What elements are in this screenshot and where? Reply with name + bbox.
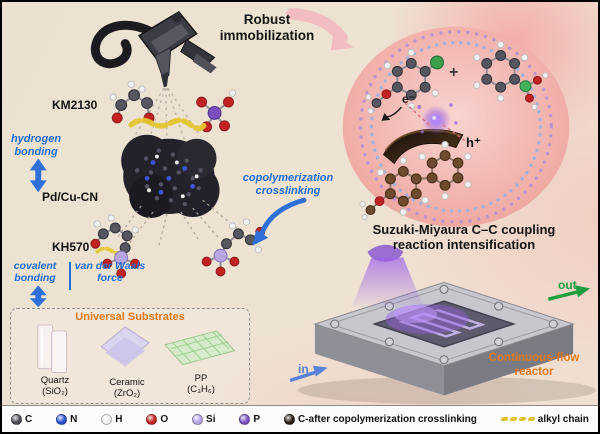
covalent-bonding-label: covalent bonding	[13, 260, 57, 285]
kh570-molecule-left	[90, 214, 141, 279]
crosslinked-carbon-dot-icon	[283, 413, 295, 425]
aryl-bromide-molecule	[365, 48, 445, 115]
legend-label: P	[253, 413, 261, 425]
out-label: out	[558, 278, 577, 292]
copolymerization-label: copolymerization crosslinking	[242, 172, 334, 197]
plus-sign: +	[449, 64, 459, 81]
hydrogen-bonding-arrow	[29, 158, 47, 193]
uv-lamp	[351, 244, 424, 308]
oxygen-dot-icon	[146, 413, 158, 425]
boron-atom	[519, 80, 532, 93]
hydrogen-atoms	[376, 141, 472, 216]
in-arrow	[289, 365, 328, 383]
in-label: in	[298, 362, 309, 376]
legend-item-hydrogen: H	[101, 413, 123, 425]
bright-dots	[147, 154, 199, 199]
legend-label: O	[160, 413, 169, 425]
phosphate-molecule	[196, 89, 237, 133]
charge-transfer-dashes	[404, 102, 466, 142]
legend-label: C	[25, 413, 33, 425]
legend-label: Si	[206, 413, 216, 425]
lattice-dots	[134, 148, 203, 207]
out-arrow	[547, 285, 591, 301]
divider	[69, 262, 71, 290]
substrate-label-pp: PP (C₃H₆)	[187, 373, 215, 395]
kh570-molecule-right	[201, 218, 266, 277]
suzuki-heading: Suzuki-Miyaura C–C coupling reaction int…	[372, 222, 556, 253]
silicon-atom	[213, 248, 228, 263]
silicon-atom	[114, 250, 129, 265]
reactor-label: Continuous-flow reactor	[488, 352, 580, 378]
alkyl-chain-graphic	[128, 117, 209, 132]
carbon-dot-icon	[11, 413, 22, 425]
boronic-acid-molecule	[473, 40, 549, 111]
substrates-title: Universal Substrates	[75, 311, 185, 323]
nitrogen-dots	[144, 160, 196, 195]
page-title: Robust immobilization	[192, 12, 342, 44]
hole-label: h⁺	[466, 135, 481, 150]
legend-item-nitrogen: N	[56, 413, 78, 425]
pp-graphic	[163, 330, 236, 366]
reactor	[289, 244, 597, 405]
legend-item-carbon: C	[11, 413, 33, 425]
atom-color-legend: C N H O Si P C-after copolymerization cr…	[2, 405, 598, 432]
alkyl-chain-icon	[499, 417, 536, 421]
electron-label: e⁻	[402, 92, 416, 106]
nitrogen-dot-icon	[56, 413, 68, 425]
pdcu-cn-nanosheet	[121, 134, 220, 218]
legend-label: N	[70, 413, 78, 425]
legend-item-phosphorus: P	[239, 413, 261, 425]
title-line-1: Robust	[243, 12, 291, 27]
electron-arrow	[381, 106, 402, 121]
legend-label: C-after copolymerization crosslinking	[297, 413, 477, 425]
title-arrow	[286, 7, 354, 51]
phosphorus-atom	[207, 106, 222, 120]
catalyst-sheet	[382, 128, 464, 165]
km2130-molecule	[109, 80, 155, 124]
ceramic-graphic	[100, 326, 150, 367]
title-line-2: immobilization	[219, 27, 315, 43]
legend-item-crosslinked-carbon: C-after copolymerization crosslinking	[283, 413, 477, 425]
spray-particles	[132, 87, 202, 143]
legend-item-alkyl-chain: alkyl chain	[499, 413, 589, 425]
carbon-atoms	[481, 50, 521, 93]
pd-cu-cn-label: Pd/Cu-CN	[42, 190, 98, 204]
legend-label: H	[115, 413, 123, 425]
photoreaction-panel	[342, 26, 570, 227]
hydrogen-bonding-label: hydrogen bonding	[10, 133, 62, 158]
substrate-graphics	[37, 324, 236, 374]
phosphorus-dot-icon	[239, 413, 251, 425]
coupled-carbon-atoms	[365, 150, 464, 216]
legend-item-silicon: Si	[192, 413, 216, 425]
km2130-label: KM2130	[52, 98, 98, 112]
carbon-atoms	[371, 57, 431, 109]
covalent-vdw-arrow	[29, 285, 47, 308]
van-der-waals-label: van der Waals force	[74, 260, 146, 285]
universal-substrates-box	[10, 308, 250, 404]
bonding-dashes	[116, 199, 239, 246]
spray-gun	[90, 10, 217, 88]
copolymerization-arrow	[252, 197, 307, 246]
kh570-label: KH570	[52, 240, 90, 254]
legend-label: alkyl chain	[537, 413, 589, 425]
silicon-dot-icon	[192, 413, 204, 425]
legend-item-oxygen: O	[146, 413, 169, 425]
photon-glow	[417, 103, 458, 135]
substrate-label-quartz: Quartz (SiO₂)	[40, 375, 70, 397]
substrate-label-ceramic: Ceramic (ZrO₂)	[109, 377, 145, 399]
bromine-atom	[430, 55, 445, 70]
hydrogen-dot-icon	[101, 413, 113, 425]
quartz-graphic	[37, 324, 68, 374]
biphenyl-product-molecule	[359, 141, 472, 221]
